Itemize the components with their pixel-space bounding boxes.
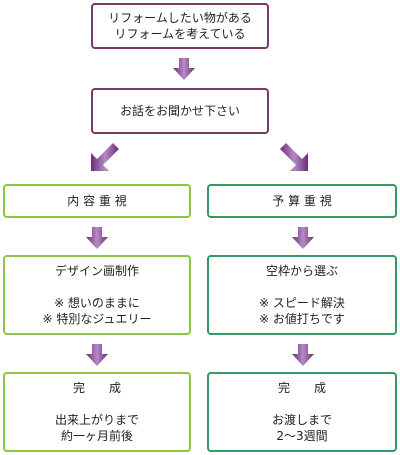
design-drawing-note-1: ※ 想いのままに <box>54 296 140 310</box>
left-completion-note-2: 約一ヶ月前後 <box>60 429 133 443</box>
down-arrow-icon <box>86 227 108 249</box>
down-arrow-icon <box>86 344 108 366</box>
down-arrow-icon <box>292 344 314 366</box>
empty-frame-title: 空枠から選ぶ <box>265 264 338 278</box>
down-left-arrow-icon <box>91 143 119 171</box>
start-line-2: リフォームを考えている <box>114 27 246 41</box>
content-priority-header: 内 容 重 視 <box>3 184 191 218</box>
down-right-arrow-icon <box>280 143 308 171</box>
empty-frame-note-1: ※ スピード解決 <box>259 296 345 310</box>
consult-text: お話をお聞かせ下さい <box>119 104 240 118</box>
design-drawing-title: デザイン画制作 <box>54 264 139 278</box>
right-completion-title: 完 成 <box>277 381 326 395</box>
empty-frame-note-2: ※ お値打ちです <box>259 312 345 326</box>
right-completion-box: 完 成 お渡しまで 2～3週間 <box>207 372 397 452</box>
design-drawing-box: デザイン画制作 ※ 想いのままに ※ 特別なジュエリー <box>3 255 191 335</box>
left-completion-title: 完 成 <box>72 381 121 395</box>
right-completion-note-1: お渡しまで <box>271 413 332 427</box>
right-completion-note-2: 2～3週間 <box>276 429 328 443</box>
left-completion-box: 完 成 出来上がりまで 約一ヶ月前後 <box>3 372 191 452</box>
design-drawing-note-2: ※ 特別なジュエリー <box>42 312 152 326</box>
empty-frame-box: 空枠から選ぶ ※ スピード解決 ※ お値打ちです <box>207 255 397 335</box>
budget-priority-label: 予 算 重 視 <box>272 194 332 208</box>
content-priority-label: 内 容 重 視 <box>67 194 127 208</box>
consult-box: お話をお聞かせ下さい <box>91 88 269 134</box>
budget-priority-header: 予 算 重 視 <box>207 184 397 218</box>
start-box: リフォームしたい物がある リフォームを考えている <box>91 3 269 49</box>
down-arrow-icon <box>292 227 314 249</box>
start-line-1: リフォームしたい物がある <box>108 11 252 25</box>
left-completion-note-1: 出来上がりまで <box>54 413 139 427</box>
down-arrow-icon <box>173 58 195 80</box>
